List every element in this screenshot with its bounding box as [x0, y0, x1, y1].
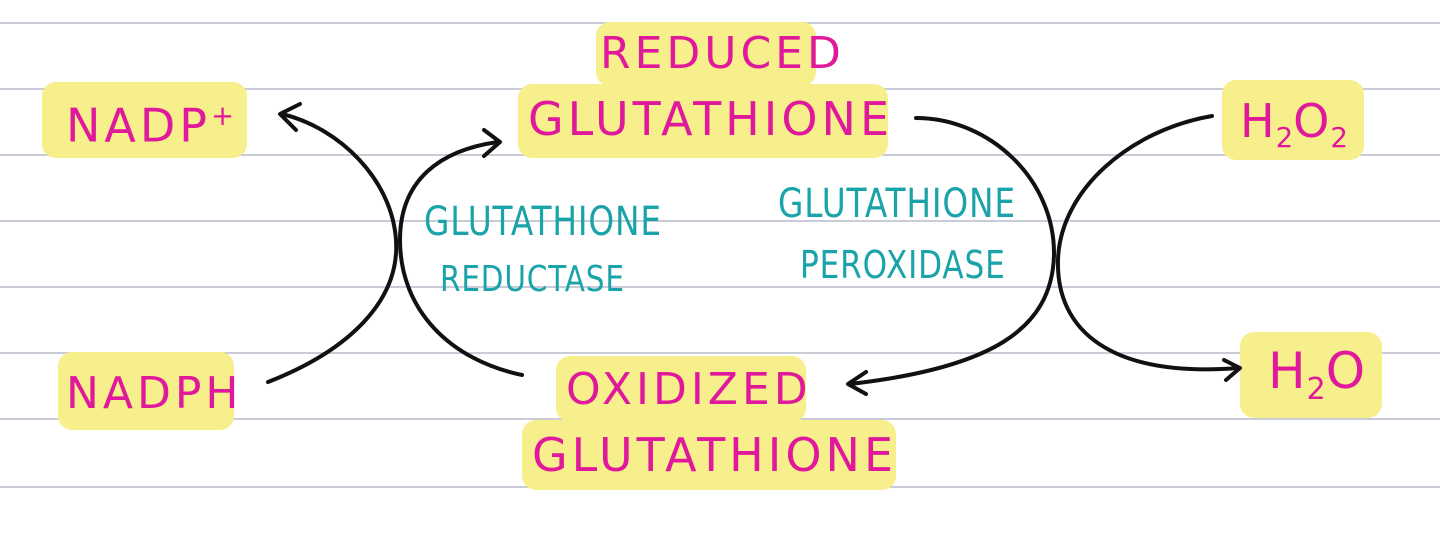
label-h2o: H2O	[1268, 346, 1366, 405]
label-nadp-plus: NADP+	[66, 99, 235, 149]
label-nadph: NADPH	[66, 372, 243, 416]
h2o2-o: O	[1293, 94, 1331, 148]
arrowhead-h2o	[1222, 358, 1242, 382]
arrowhead-reduced	[482, 128, 502, 158]
oxidized-line1: OXIDIZED	[566, 364, 812, 415]
highlight-reduced	[596, 22, 816, 86]
h2o-h: H	[1268, 342, 1307, 400]
highlight-oxidized	[556, 356, 806, 422]
h2o-sub: 2	[1306, 372, 1326, 407]
arrow-reduced-to-oxidized	[848, 116, 1057, 386]
h2o2-sub1: 2	[1275, 121, 1294, 155]
label-reduced-glutathione: GLUTATHIONE	[528, 96, 893, 142]
label-oxidized: OXIDIZED	[566, 368, 812, 412]
highlight-h2o2	[1222, 80, 1364, 160]
nadp-plus-sign: +	[211, 99, 235, 132]
enzyme-peroxidase-line2: PEROXIDASE	[800, 243, 1006, 287]
reduced-line1: REDUCED	[600, 28, 845, 79]
arrowhead-oxidized	[846, 370, 868, 396]
h2o-o: O	[1325, 342, 1367, 400]
h2o2-h: H	[1240, 94, 1276, 148]
arrow-h2o2-to-h2o	[1055, 114, 1240, 372]
arrow-nadph-to-nadp	[266, 112, 399, 384]
highlight-nadp-plus	[42, 82, 247, 158]
reduced-line2: GLUTATHIONE	[528, 92, 894, 146]
arrow-oxidized-to-reduced	[397, 140, 524, 377]
h2o2-sub2: 2	[1330, 121, 1348, 155]
label-reduced: REDUCED	[600, 32, 845, 76]
enzyme-reductase-line2: REDUCTASE	[440, 259, 625, 300]
enzyme-reductase-line1: GLUTATHIONE	[424, 199, 662, 245]
oxidized-line2: GLUTATHIONE	[532, 428, 898, 482]
highlight-nadph	[58, 352, 234, 430]
arrowhead-nadp	[278, 102, 302, 132]
ruled-line	[0, 286, 1440, 288]
enzyme-peroxidase-line1: GLUTATHIONE	[778, 181, 1016, 227]
label-h2o2: H2O2	[1240, 98, 1348, 152]
highlight-h2o	[1240, 332, 1382, 418]
highlight-oxidized-glutathione	[522, 420, 896, 490]
nadph-text: NADPH	[66, 368, 243, 419]
ruled-line	[0, 352, 1440, 354]
nadp-text: NADP	[66, 98, 212, 153]
highlight-reduced-glutathione	[518, 84, 888, 158]
ruled-line	[0, 220, 1440, 222]
label-oxidized-glutathione: GLUTATHIONE	[532, 432, 897, 478]
